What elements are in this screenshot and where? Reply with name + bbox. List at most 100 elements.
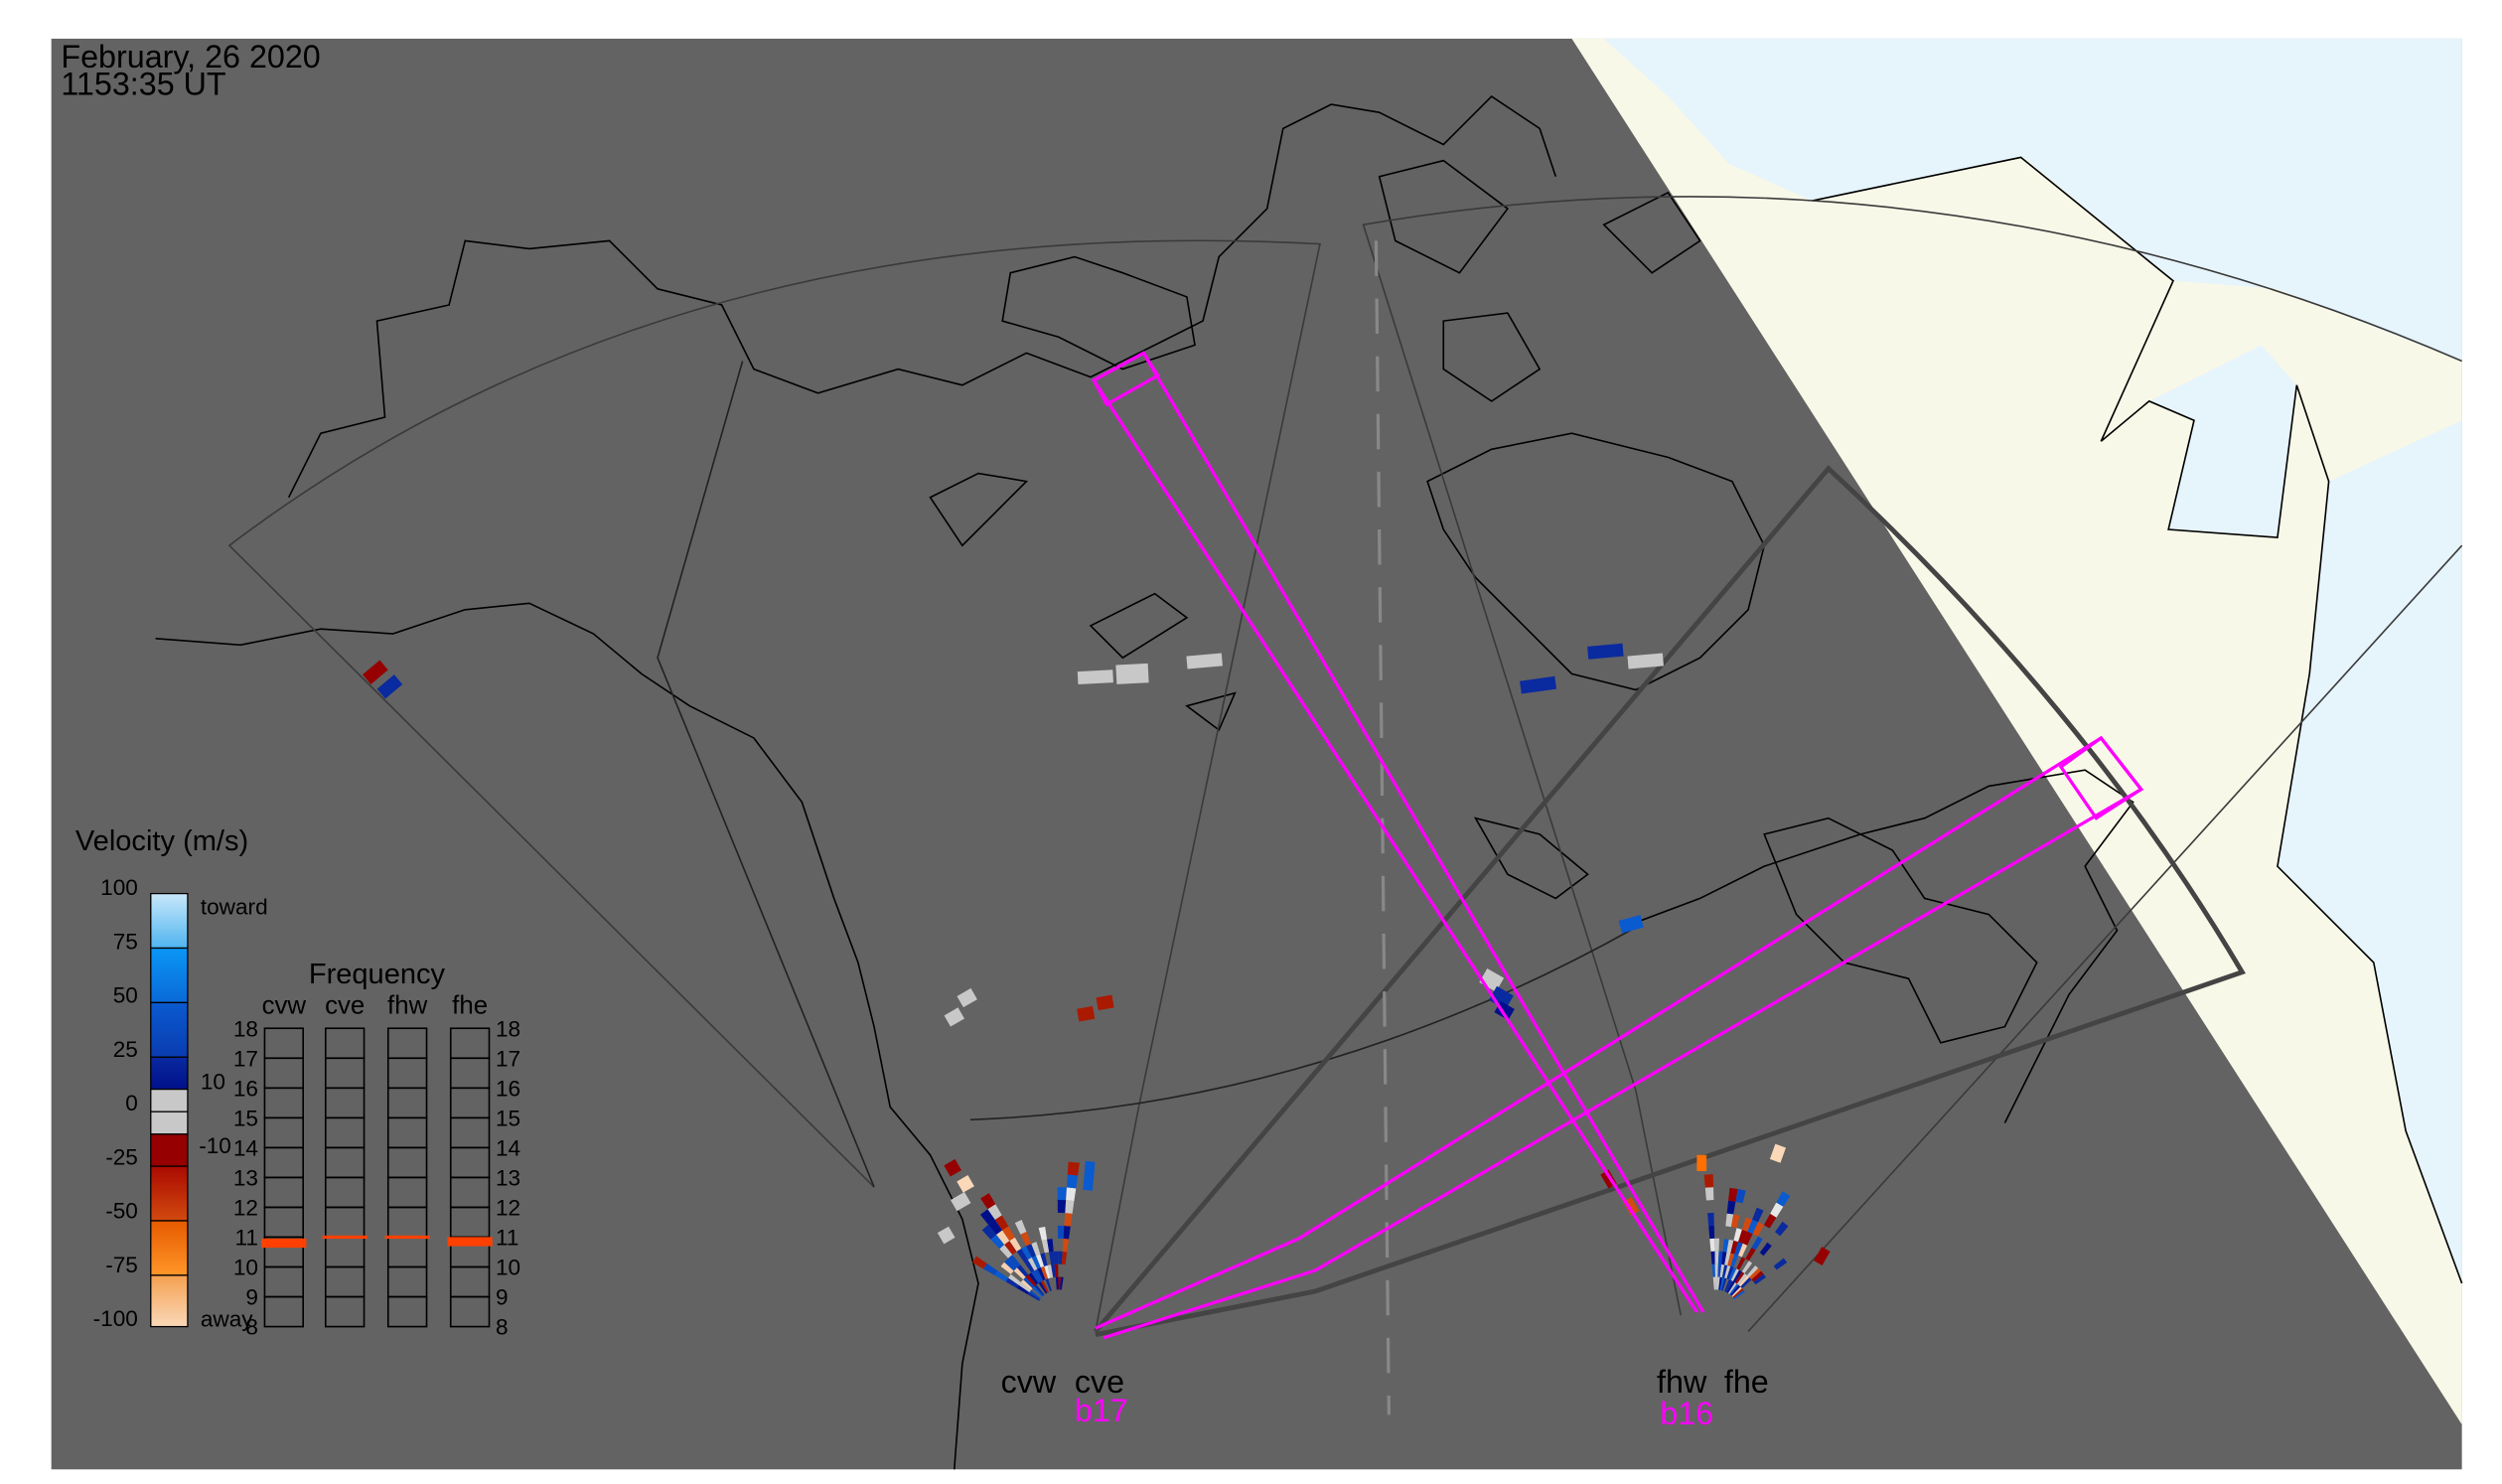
echo-cell — [1096, 994, 1114, 1011]
frequency-tick-right: 14 — [496, 1135, 520, 1160]
frequency-tick-right: 17 — [496, 1046, 520, 1071]
radar-label-fhe: fhe — [1724, 1364, 1769, 1400]
colorbar-segment — [150, 1133, 189, 1167]
colorbar-segment — [150, 1088, 189, 1113]
daylight-ocean-north — [1603, 38, 2462, 362]
beam-label-b16: b16 — [1660, 1396, 1713, 1431]
echo-cell — [1718, 1276, 1722, 1290]
echo-cell — [1752, 1207, 1764, 1223]
fov-boundary-thick — [1094, 465, 2247, 1338]
echo-cell — [1710, 1251, 1715, 1264]
beam-b17-box — [2058, 735, 2144, 820]
echo-cell — [1587, 643, 1624, 660]
echo-cell — [1730, 1254, 1739, 1267]
echo-cell — [1751, 1270, 1764, 1282]
echo-cell — [1747, 1219, 1759, 1235]
echo-cell — [1719, 1263, 1725, 1278]
echo-cell — [1714, 1238, 1720, 1252]
echo-cell — [1058, 1251, 1063, 1264]
frequency-tick-right: 13 — [496, 1165, 520, 1190]
echo-cell — [1024, 1260, 1035, 1273]
echo-cell — [1062, 1238, 1070, 1253]
timestamp: February, 26 2020 1153:35 UT — [61, 39, 320, 101]
echo-cell — [1009, 1237, 1022, 1252]
frequency-tick-left: 16 — [233, 1076, 258, 1101]
echo-cell — [1005, 1277, 1019, 1288]
echo-cell — [1741, 1261, 1753, 1273]
echo-cell — [1014, 1220, 1027, 1235]
radar-label-cvw: cvw — [1001, 1364, 1057, 1400]
frequency-bin — [449, 1027, 491, 1060]
echo-cell — [1727, 1282, 1737, 1294]
echo-cell — [363, 660, 388, 684]
colorbar-segment — [150, 1111, 189, 1135]
echo-cell — [1725, 1213, 1734, 1228]
coastline-arctic-islands — [1001, 159, 1701, 402]
fov-cvw-cve-outline — [227, 239, 1321, 1332]
echo-cell — [1031, 1270, 1041, 1283]
echo-cell — [1741, 1217, 1753, 1232]
frequency-tick-left: 13 — [233, 1165, 258, 1190]
echo-cell — [1061, 1251, 1068, 1265]
echo-cell — [1730, 1268, 1740, 1281]
frequency-tick-right: 8 — [496, 1315, 509, 1340]
echo-cell — [1028, 1272, 1039, 1285]
echo-cell — [1037, 1266, 1046, 1281]
fov-range-arc — [969, 926, 1637, 1121]
echo-cell — [1729, 1283, 1739, 1295]
frequency-radar-label: cvw — [262, 992, 307, 1020]
frequency-tick-left: 8 — [245, 1315, 258, 1340]
echo-cell — [1057, 1225, 1065, 1239]
echo-cell — [1776, 1191, 1791, 1207]
colorbar-segment — [150, 1165, 189, 1222]
velocity-tick-label: 50 — [113, 983, 138, 1008]
velocity-tick-label: 25 — [113, 1037, 138, 1062]
echo-cell — [1031, 1242, 1041, 1257]
echo-cell — [1049, 1251, 1055, 1265]
echo-cell — [1709, 1238, 1715, 1252]
frequency-tick-left: 9 — [245, 1285, 258, 1310]
frequency-title: Frequency — [309, 959, 446, 990]
frequency-tick-right: 15 — [496, 1106, 520, 1130]
coastline-hudson-bay — [1426, 432, 1766, 691]
echo-cell — [1038, 1226, 1048, 1241]
frequency-tick-right: 11 — [496, 1226, 518, 1251]
frequency-bin — [263, 1027, 304, 1060]
date-label: February, 26 2020 — [61, 39, 320, 74]
echo-cell — [1721, 1277, 1727, 1291]
echo-cell — [1734, 1271, 1745, 1284]
echo-cell — [1000, 1261, 1014, 1274]
echo-cell — [1721, 1252, 1727, 1265]
frequency-bin — [386, 1027, 428, 1060]
frequency-tick-left: 15 — [233, 1106, 258, 1130]
echo-cell — [1031, 1256, 1041, 1269]
echo-cell — [1719, 1277, 1725, 1291]
echo-cell — [1707, 1212, 1714, 1227]
echo-cell — [1740, 1277, 1752, 1288]
frequency-tick-right: 9 — [496, 1285, 509, 1310]
echo-cell — [1770, 1202, 1784, 1218]
velocity-colorbar — [150, 892, 189, 1328]
colorbar-segment — [150, 1001, 189, 1058]
echo-cell — [1724, 1265, 1731, 1279]
echo-cell — [1016, 1264, 1029, 1277]
echo-cell — [1067, 1161, 1080, 1176]
echo-cell — [1004, 1241, 1017, 1256]
echo-cell — [1724, 1278, 1731, 1292]
echo-cell — [1627, 653, 1664, 669]
coastline-labrador — [1812, 156, 2463, 1284]
echo-cell — [1077, 1005, 1096, 1022]
beam-highlights — [1091, 351, 2144, 1340]
echo-cell — [987, 1204, 1002, 1220]
radar-labels: cvw cve b17 fhw fhe b16 — [1001, 1364, 1769, 1431]
echo-cell — [990, 1234, 1005, 1250]
echo-cell — [1736, 1257, 1746, 1270]
echo-cell — [1002, 1226, 1015, 1242]
echo-cell — [376, 674, 403, 699]
velocity-tick-label: 0 — [125, 1091, 138, 1115]
echo-cell — [1004, 1258, 1017, 1271]
echo-cell — [1733, 1289, 1745, 1300]
toward-label: toward — [201, 895, 268, 920]
